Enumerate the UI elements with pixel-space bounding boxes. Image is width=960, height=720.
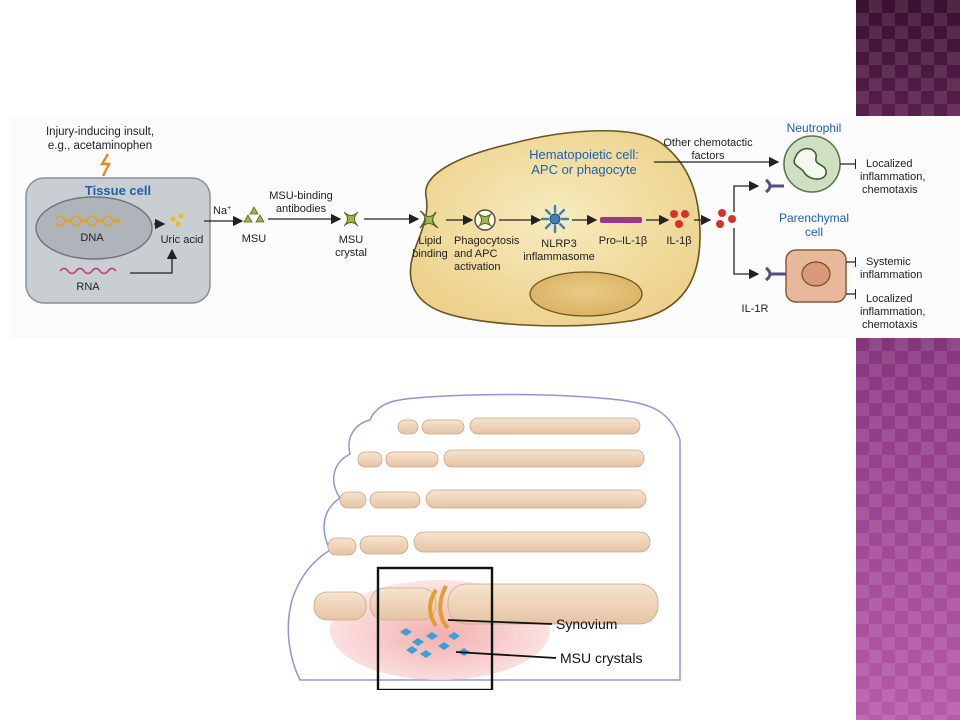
rna-strand-icon (59, 267, 117, 275)
antibodies-label: antibodies (276, 203, 327, 215)
tissue-nucleus (35, 196, 153, 260)
neutrophil-nucleus (793, 147, 827, 180)
tissue-cell-label: Tissue cell (85, 183, 151, 198)
il1b-icon (728, 215, 736, 223)
pro-il1b-icon (600, 217, 642, 223)
il1b-icon (675, 220, 683, 228)
activation-label: activation (454, 261, 500, 273)
il1b-inside-label: IL-1β (666, 235, 691, 247)
lipid-binding-label: Lipid (418, 235, 441, 247)
synovium-membrane (438, 585, 450, 630)
msu-icon (249, 206, 259, 215)
synovium-membrane (428, 588, 438, 628)
msu-pathway-diagram: Injury-inducing insult, e.g., acetaminop… (10, 116, 856, 338)
outcome-inflammation-label: inflammation, (860, 171, 925, 183)
dna-label: DNA (80, 232, 104, 244)
outcome-chemotaxis-label: chemotaxis (862, 319, 918, 331)
outcome-systemic-inflammation-label: inflammation (860, 269, 922, 281)
msu-crystal-icon (477, 212, 493, 228)
outcome-inflammation-label: inflammation, (860, 306, 925, 318)
hematopoietic-cell-sublabel: APC or phagocyte (531, 162, 637, 177)
msu-crystal-sublabel: crystal (335, 247, 367, 259)
outcome-labels: Localized inflammation, chemotaxis Syste… (856, 116, 960, 338)
msu-crystal-label: MSU (339, 234, 364, 246)
arrow (130, 248, 178, 274)
joint-highlight-box (376, 566, 494, 690)
msu-label: MSU (242, 233, 267, 245)
il1b-icon (670, 210, 678, 218)
toe-bones (313, 417, 659, 625)
synovium-pointer (447, 619, 553, 625)
synovium-label: Synovium (556, 616, 617, 632)
phagocytosis-label: Phagocytosis (454, 235, 520, 247)
arrow (733, 180, 760, 212)
hematopoietic-nucleus (529, 271, 643, 317)
parenchymal-cell-sublabel: cell (805, 225, 823, 239)
dna-strand-icon (55, 219, 121, 227)
parenchymal-cell-label: Parenchymal (779, 211, 849, 225)
outcome-localized-label: Localized (866, 158, 912, 170)
msu-crystals-label: MSU crystals (560, 650, 642, 666)
il1b-icon (716, 220, 724, 228)
nlrp3-label: NLRP3 (541, 238, 576, 250)
lipid-binding-sublabel: binding (412, 248, 447, 260)
uric-acid-icon (175, 221, 181, 227)
rna-label: RNA (76, 281, 100, 293)
factors-label: factors (691, 150, 725, 162)
uric-acid-icon (178, 213, 184, 219)
foot-illustration: Synovium MSU crystals (287, 393, 681, 690)
pro-il1b-label: Pro–IL-1β (599, 235, 648, 247)
outcome-chemotaxis-label: chemotaxis (862, 184, 918, 196)
msu-crystal-icon (421, 212, 437, 228)
msu-crystal-icon (343, 211, 359, 227)
msu-binding-label: MSU-binding (269, 190, 333, 202)
insult-label: Injury-inducing insult, (46, 126, 154, 138)
sodium-label: Na+ (213, 205, 231, 217)
il1r-label: IL-1R (742, 303, 769, 315)
outcome-systemic-label: Systemic (866, 256, 911, 268)
neutrophil-label: Neutrophil (787, 121, 842, 135)
parenchymal-nucleus (801, 261, 831, 287)
uric-acid-label: Uric acid (161, 234, 204, 246)
hematopoietic-cell-label: Hematopoietic cell: (529, 147, 639, 162)
decorative-side-bar (856, 0, 960, 720)
msu-icon (255, 214, 265, 223)
arrow (733, 228, 760, 280)
il1b-icon (718, 209, 726, 217)
other-chemotactic-label: Other chemotactic (663, 137, 753, 149)
inflammasome-label: inflammasome (523, 251, 595, 263)
lightning-icon (99, 153, 111, 177)
apc-label: and APC (454, 248, 497, 260)
msu-icon (243, 214, 253, 223)
uric-acid-icon (170, 216, 176, 222)
insult-example-label: e.g., acetaminophen (48, 140, 152, 152)
msu-crystals-pointer (455, 651, 557, 659)
inflammasome-icon (540, 204, 570, 234)
outcome-localized-label: Localized (866, 293, 912, 305)
il1b-icon (681, 210, 689, 218)
outcome-background (856, 116, 960, 338)
